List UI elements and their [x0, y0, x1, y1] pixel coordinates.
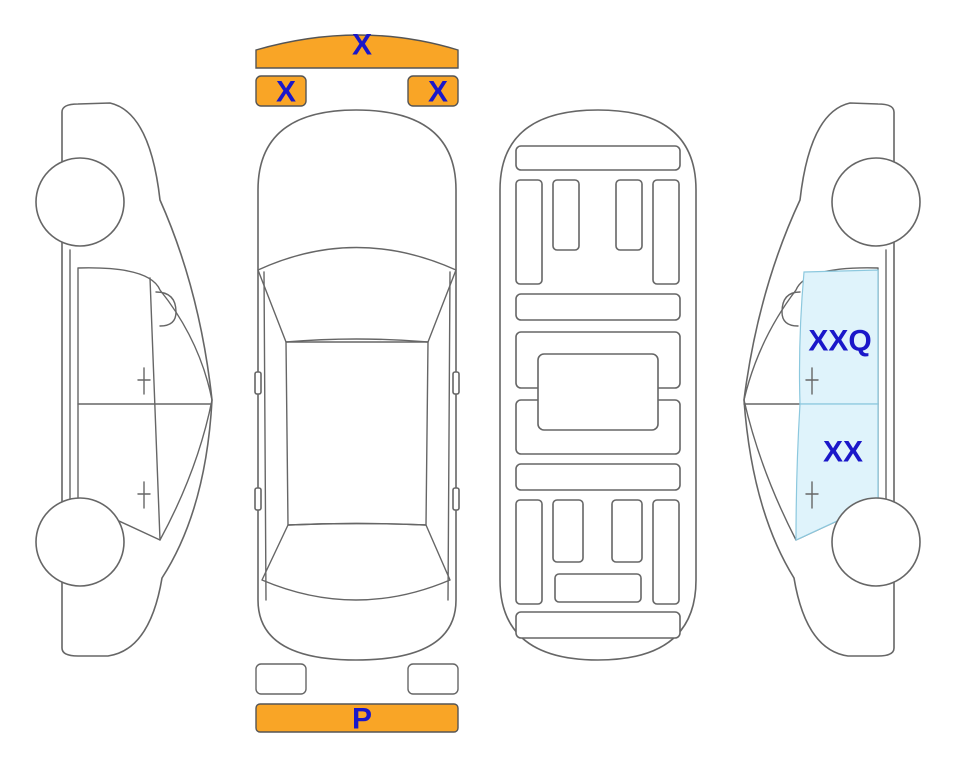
rear-bumper-zone[interactable]: P [255, 703, 459, 736]
right-front-door-label: XXQ [808, 325, 871, 358]
right-front-door-handle [805, 367, 819, 395]
underside-front-crossmember [515, 145, 681, 171]
top-view-left-side-line [263, 271, 267, 601]
right-rear-door-label: XX [823, 436, 863, 469]
underside-mid-front-crossmember [515, 293, 681, 321]
left-side-window-line [77, 267, 213, 541]
car-right-side-view: XXQ XX [743, 102, 921, 657]
top-view-right-mirror [452, 371, 460, 395]
front-right-corner-label: X [428, 76, 448, 109]
front-bumper-shape[interactable] [255, 34, 459, 69]
left-rear-door-handle [137, 481, 151, 509]
underside-spare-well [554, 573, 642, 603]
rear-bumper-shape[interactable] [255, 703, 459, 733]
left-rear-wheel [35, 497, 125, 587]
underside-rear-left-rail [515, 499, 543, 605]
right-side-mirror [781, 291, 801, 327]
rear-bumper-label: P [352, 703, 372, 736]
underside-center-tunnel [537, 353, 659, 431]
underside-rear-left-pan [552, 499, 584, 563]
underside-rear-right-rail [652, 499, 680, 605]
underside-rear-right-pan [611, 499, 643, 563]
underside-front-right-pan [615, 179, 643, 251]
top-view-left-mirror [254, 371, 262, 395]
front-bumper-zone[interactable]: X [255, 29, 459, 69]
underside-rear-crossmember [515, 611, 681, 639]
car-top-view [254, 109, 460, 661]
right-front-wheel [831, 157, 921, 247]
front-left-corner-zone[interactable]: X [255, 75, 307, 109]
front-left-corner-shape[interactable] [255, 75, 307, 107]
right-front-door-zone[interactable]: XXQ [798, 269, 879, 405]
front-left-corner-label: X [276, 76, 296, 109]
rear-right-corner-zone[interactable] [407, 663, 459, 695]
top-view-right-side-line [447, 271, 451, 601]
underside-front-left-rail [515, 179, 543, 285]
left-front-wheel [35, 157, 125, 247]
top-view-right-handle [452, 487, 460, 511]
right-rear-wheel [831, 497, 921, 587]
rear-left-corner-shape[interactable] [255, 663, 307, 695]
left-front-door-handle [137, 367, 151, 395]
rear-left-corner-zone[interactable] [255, 663, 307, 695]
top-view-rear-window [261, 522, 451, 601]
car-underside-view [499, 109, 697, 661]
front-bumper-label: X [352, 29, 372, 62]
underside-front-right-rail [652, 179, 680, 285]
underside-front-left-pan [552, 179, 580, 251]
rear-right-corner-shape[interactable] [407, 663, 459, 695]
car-left-side-view [35, 102, 213, 657]
left-side-mirror [155, 291, 177, 327]
top-view-left-handle [254, 487, 262, 511]
underside-mid-rear-crossmember [515, 463, 681, 491]
top-view-body [257, 109, 457, 661]
front-right-corner-zone[interactable]: X [407, 75, 459, 109]
right-rear-door-handle [805, 481, 819, 509]
front-right-corner-shape[interactable] [407, 75, 459, 107]
top-view-windshield [257, 246, 457, 343]
left-side-pillar [149, 277, 161, 541]
